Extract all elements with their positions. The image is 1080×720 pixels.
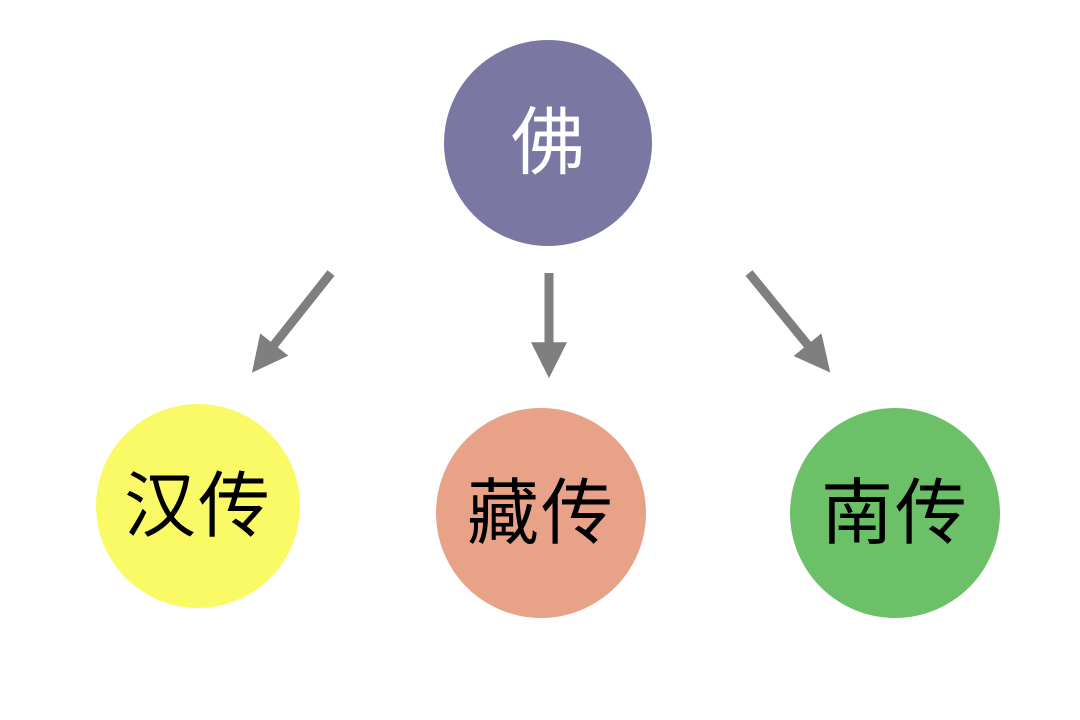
arrow-to-nan bbox=[745, 270, 831, 373]
child-node-nan: 南传 bbox=[790, 408, 1000, 618]
child-node-label-nan: 南传 bbox=[820, 471, 969, 555]
child-node-zang: 藏传 bbox=[436, 408, 646, 618]
arrow-to-han bbox=[251, 270, 335, 373]
child-node-label-zang: 藏传 bbox=[466, 471, 615, 555]
child-node-label-han: 汉传 bbox=[123, 464, 272, 548]
root-node-buddha: 佛 bbox=[444, 40, 652, 246]
child-node-han: 汉传 bbox=[96, 404, 300, 608]
root-node-label: 佛 bbox=[511, 100, 585, 186]
